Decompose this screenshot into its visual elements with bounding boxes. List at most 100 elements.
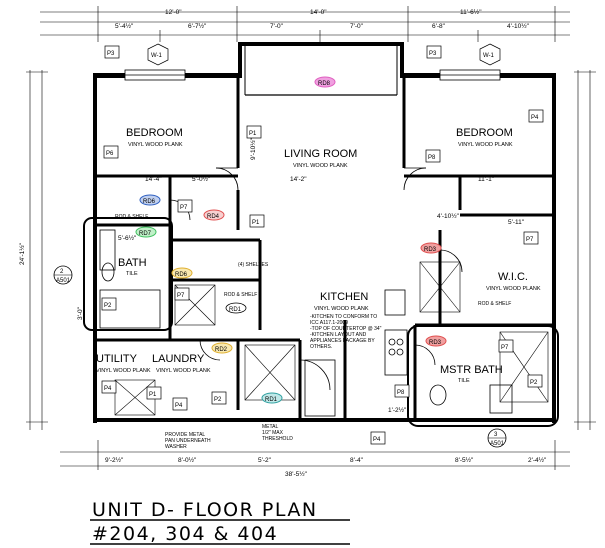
room-name: UTILITY [96, 353, 138, 365]
room-name: MSTR BATH [440, 364, 503, 376]
title-line-1: UNIT D- FLOOR PLAN [92, 499, 318, 521]
svg-text:P1: P1 [149, 392, 157, 398]
svg-text:14'-2": 14'-2" [290, 176, 307, 183]
room-laundry: LAUNDRY VINYL WOOD PLANK [152, 353, 211, 374]
svg-text:3'-0": 3'-0" [77, 306, 84, 320]
svg-text:P6: P6 [106, 151, 114, 157]
dim-bottom-3: 5'-2" [258, 457, 272, 464]
room-mstr-bath: MSTR BATH TILE [440, 364, 503, 384]
room-floor: VINYL WOOD PLANK [156, 368, 211, 374]
room-floor: VINYL WOOD PLANK [314, 306, 369, 312]
p-tag-labels: P3 P3 P6 P1 P8 P4 P1 P7 P7 P7 P2 P1 P4 P… [104, 51, 539, 443]
room-kitchen: KITCHEN VINYL WOOD PLANK [314, 291, 369, 312]
bath-fixtures [99, 229, 513, 414]
svg-text:-KITCHEN LAYOUT AND: -KITCHEN LAYOUT AND [310, 332, 367, 338]
room-floor: TILE [126, 271, 138, 277]
dim-left-overall: 24'-1½" [18, 242, 26, 265]
svg-text:11'-1": 11'-1" [478, 176, 495, 183]
svg-text:RD2: RD2 [215, 347, 228, 353]
dim-bottom-overall: 38'-5½" [285, 470, 308, 478]
section-markers: 2 A501 3 A501 [53, 265, 507, 448]
svg-text:-TOP OF COUNTERTOP @ 34": -TOP OF COUNTERTOP @ 34" [310, 326, 382, 332]
dim-top2-1: 5'-4½" [115, 22, 134, 30]
svg-text:5'-11": 5'-11" [508, 219, 525, 226]
svg-text:WASHER: WASHER [165, 444, 187, 450]
svg-text:4'-10½": 4'-10½" [437, 212, 460, 220]
svg-text:OTHERS.: OTHERS. [310, 344, 332, 350]
svg-text:P1: P1 [249, 131, 257, 137]
room-floor: VINYL WOOD PLANK [486, 286, 541, 292]
dim-top2-6: 4'-10½" [507, 22, 530, 30]
svg-text:A501: A501 [56, 278, 71, 284]
dim-top2-4: 7'-0" [350, 23, 364, 30]
room-living: LIVING ROOM VINYL WOOD PLANK [284, 148, 357, 169]
plan-title: UNIT D- FLOOR PLAN #204, 304 & 404 [90, 499, 350, 545]
svg-text:P3: P3 [107, 51, 115, 57]
svg-text:1'-2½": 1'-2½" [388, 406, 407, 414]
svg-text:3: 3 [494, 432, 498, 438]
dim-top-right: 11'-6½" [460, 8, 482, 16]
svg-text:P2: P2 [530, 380, 538, 386]
svg-text:P8: P8 [397, 390, 405, 396]
svg-text:RD6: RD6 [143, 199, 156, 205]
threshold-note: METAL 1/2" MAX THRESHOLD [262, 424, 293, 442]
room-floor: VINYL WOOD PLANK [96, 368, 151, 374]
room-floor: TILE [458, 378, 470, 384]
bottom-dimension-lines [60, 440, 570, 470]
dim-bottom-4: 8'-4" [350, 457, 364, 464]
room-floor: VINYL WOOD PLANK [458, 142, 513, 148]
top-dimension-row-2: 5'-4½" 6'-7½" 7'-0" 7'-0" 6'-8" 4'-10½" [115, 22, 530, 30]
svg-text:RD3: RD3 [429, 340, 442, 346]
door-swings [169, 167, 463, 417]
svg-text:RD1: RD1 [229, 307, 242, 313]
room-name: BATH [118, 257, 147, 269]
room-name: BEDROOM [456, 127, 513, 139]
rd-tags: RD8 RD6 RD4 RD7 RD3 RD6 RD1 RD2 RD3 RD1 [135, 76, 447, 404]
svg-text:-KITCHEN TO CONFORM TO: -KITCHEN TO CONFORM TO [310, 314, 377, 320]
svg-text:P1: P1 [252, 220, 260, 226]
svg-text:W-1: W-1 [483, 53, 495, 59]
svg-text:RD3: RD3 [424, 247, 437, 253]
svg-text:9'-10½": 9'-10½" [249, 137, 257, 160]
svg-text:P4: P4 [175, 403, 183, 409]
title-line-2: #204, 304 & 404 [92, 523, 278, 545]
dim-bottom-6: 2'-4½" [528, 456, 547, 464]
svg-text:PROVIDE METAL: PROVIDE METAL [165, 432, 205, 438]
svg-text:5'-6½": 5'-6½" [118, 234, 137, 242]
svg-text:P3: P3 [429, 51, 437, 57]
svg-text:RD8: RD8 [318, 81, 331, 87]
svg-text:APPLIANCES PACKAGE BY: APPLIANCES PACKAGE BY [310, 338, 375, 344]
room-name: BEDROOM [126, 127, 183, 139]
dim-bottom-5: 8'-5½" [455, 456, 474, 464]
top-dimension-lines [40, 6, 570, 42]
svg-text:1/2" MAX: 1/2" MAX [262, 430, 284, 436]
dim-top2-3: 7'-0" [270, 23, 284, 30]
svg-text:METAL: METAL [262, 424, 279, 430]
dim-top2-5: 6'-8" [432, 23, 446, 30]
svg-text:5'-0½": 5'-0½" [192, 175, 211, 183]
interior-walls [97, 78, 552, 418]
room-name: LIVING ROOM [284, 148, 357, 160]
svg-text:RD6: RD6 [175, 272, 188, 278]
svg-text:P4: P4 [373, 437, 381, 443]
room-wic: W.I.C. VINYL WOOD PLANK [486, 271, 541, 292]
p-tags [101, 45, 544, 445]
svg-text:14'-4": 14'-4" [145, 176, 162, 183]
note-rod-shelf-2: ROD & SHELF [224, 292, 257, 298]
dim-bottom-1: 9'-2½" [105, 456, 124, 464]
note-rod-shelf-1: ROD & SHELF [115, 214, 148, 220]
svg-text:P2: P2 [104, 303, 112, 309]
svg-text:THRESHOLD: THRESHOLD [262, 436, 293, 442]
dim-bottom-2: 8'-0½" [178, 456, 197, 464]
dim-top-mid: 14'-0" [310, 9, 327, 16]
room-floor: VINYL WOOD PLANK [293, 163, 348, 169]
window-tags: W-1 W-1 [147, 43, 501, 66]
room-bath: BATH TILE [118, 257, 147, 277]
drain-pan-note: PROVIDE METAL PAN UNDERNEATH WASHER [165, 432, 211, 450]
svg-text:P2: P2 [214, 397, 222, 403]
svg-text:P7: P7 [501, 345, 509, 351]
svg-text:RD7: RD7 [139, 231, 152, 237]
room-floor: VINYL WOOD PLANK [128, 142, 183, 148]
svg-text:P7: P7 [180, 205, 188, 211]
dim-top2-2: 6'-7½" [188, 22, 207, 30]
